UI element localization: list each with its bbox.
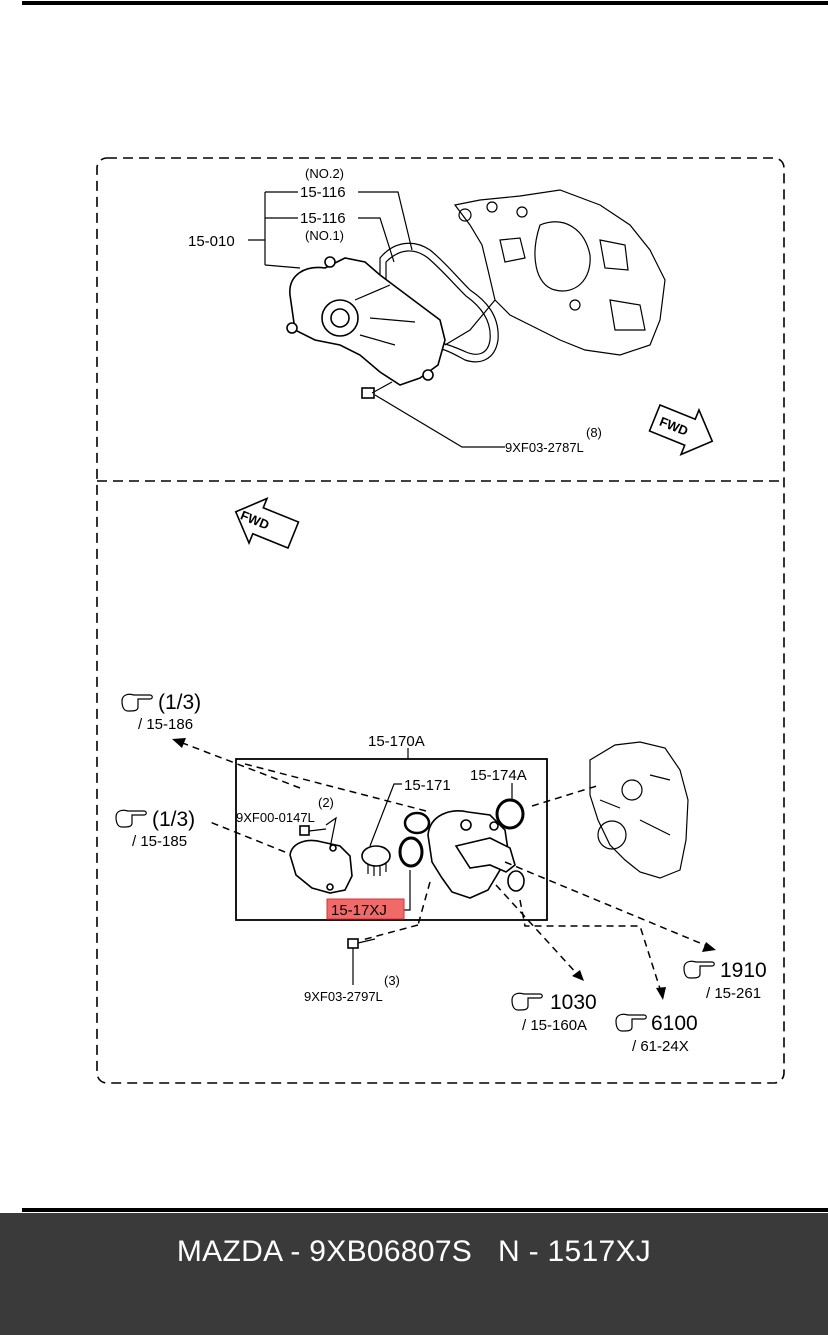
svg-text:1030: 1030 bbox=[550, 991, 597, 1014]
label-bolt-2797: 9XF03-2797L bbox=[304, 989, 383, 1004]
thermostat-part bbox=[361, 845, 391, 876]
bolt-icon bbox=[361, 381, 393, 399]
bolt-icon-0147 bbox=[299, 825, 327, 836]
svg-text:1910: 1910 bbox=[720, 959, 767, 982]
svg-text:/ 15-185: / 15-185 bbox=[132, 833, 187, 850]
assembly-box bbox=[235, 758, 548, 921]
highlight-box bbox=[326, 898, 405, 920]
svg-text:6100: 6100 bbox=[651, 1012, 698, 1035]
pointing-hand-icon bbox=[683, 960, 715, 979]
engine-fragment-drawing bbox=[589, 741, 689, 879]
arrowheads bbox=[172, 738, 716, 1000]
svg-text:/ 15-261: / 15-261 bbox=[706, 985, 761, 1002]
svg-text:(1/3): (1/3) bbox=[152, 808, 195, 831]
pointing-hand-icon bbox=[121, 693, 153, 712]
top-leaders bbox=[248, 191, 505, 448]
svg-text:15-17XJ: 15-17XJ bbox=[331, 902, 387, 919]
svg-text:/ 15-160A: / 15-160A bbox=[522, 1017, 587, 1034]
engine-block-drawing bbox=[444, 189, 666, 356]
water-pump-body bbox=[289, 257, 446, 386]
dashed-references bbox=[179, 741, 713, 996]
label-bolt-2787: 9XF03-2787L bbox=[505, 440, 584, 455]
highlighted-part-label[interactable]: 15-17XJ bbox=[326, 898, 405, 920]
footer-part-number: MAZDA - 9XB06807S N - 1517XJ bbox=[176, 1235, 652, 1268]
label-15-174a: 15-174A bbox=[470, 767, 527, 784]
label-15-171: 15-171 bbox=[404, 777, 451, 794]
label-no2: (NO.2) bbox=[305, 166, 344, 181]
pointing-hand-icon bbox=[615, 1013, 647, 1032]
ref-185: (1/3) / 15-185 bbox=[115, 808, 195, 850]
label-15-010: 15-010 bbox=[188, 233, 235, 250]
svg-text:/ 15-186: / 15-186 bbox=[138, 716, 193, 733]
ref-1030: 1030 / 15-160A bbox=[511, 991, 597, 1034]
o-ring-part bbox=[398, 836, 424, 868]
label-qty-2: (2) bbox=[318, 795, 334, 810]
pointing-hand-icon bbox=[115, 809, 147, 828]
fwd-arrow-icon: FWD bbox=[648, 403, 714, 456]
water-pump-group bbox=[286, 189, 666, 399]
label-qty-8: (8) bbox=[586, 425, 602, 440]
svg-text:/ 61-24X: / 61-24X bbox=[632, 1038, 689, 1055]
ref-1910: 1910 / 15-261 bbox=[683, 959, 767, 1002]
svg-text:(1/3): (1/3) bbox=[158, 691, 201, 714]
thermostat-cover bbox=[289, 839, 353, 894]
thermostat-housing-body bbox=[427, 810, 525, 899]
label-15-116-no1: 15-116 bbox=[300, 210, 346, 227]
label-15-116-no2: 15-116 bbox=[300, 184, 346, 201]
ref-186: (1/3) / 15-186 bbox=[121, 691, 201, 733]
label-no1: (NO.1) bbox=[305, 228, 344, 243]
footer-bar: MAZDA - 9XB06807S N - 1517XJ bbox=[0, 1213, 828, 1335]
label-bolt-0147: 9XF00-0147L bbox=[236, 810, 315, 825]
diagram-frame bbox=[96, 157, 785, 1084]
fwd-arrow-icon-bottom: FWD bbox=[234, 497, 300, 550]
gasket-174a-part bbox=[495, 798, 525, 830]
pointing-hand-icon bbox=[511, 992, 543, 1011]
bottom-leaders bbox=[325, 748, 513, 985]
ref-6100: 6100 / 61-24X bbox=[615, 1012, 698, 1055]
label-15-170a: 15-170A bbox=[368, 733, 425, 750]
label-qty-3: (3) bbox=[384, 973, 400, 988]
bolt-icon-2797 bbox=[347, 938, 376, 949]
